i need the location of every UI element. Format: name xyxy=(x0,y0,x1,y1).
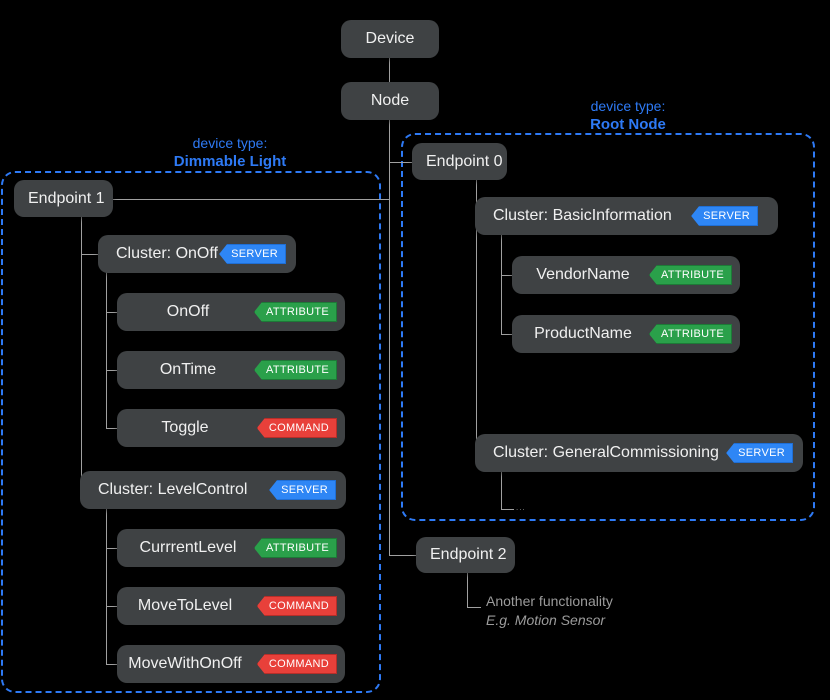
leaf-label: MoveToLevel xyxy=(137,597,233,614)
badge-server: SERVER xyxy=(269,480,336,500)
connector-trunk-endpoint2 xyxy=(389,555,417,556)
leaf-card-toggle-command[interactable]: Toggle COMMAND xyxy=(117,409,345,447)
connector-levelcontrol-child-movewithonoff xyxy=(106,664,119,665)
node-card-device[interactable]: Device xyxy=(341,20,439,58)
leaf-label: OnTime xyxy=(159,361,217,378)
connector-endpoint1-spine xyxy=(81,217,82,490)
endpoint-card-endpoint-1[interactable]: Endpoint 1 xyxy=(14,180,113,217)
connector-levelcontrol-child-movetolevel xyxy=(106,606,119,607)
leaf-card-movewithonoff-command[interactable]: MoveWithOnOff COMMAND xyxy=(117,645,345,683)
device-type-kicker: device type: xyxy=(192,135,268,151)
leaf-label: CurrrentLevel xyxy=(139,539,237,556)
connector-device-node xyxy=(389,58,390,82)
connector-generalcommissioning-more xyxy=(501,509,514,510)
connector-endpoint1-onoff xyxy=(81,254,106,255)
connector-levelcontrol-spine xyxy=(106,508,107,665)
device-type-name: Root Node xyxy=(590,116,666,134)
cluster-card-onoff[interactable]: Cluster: OnOff SERVER xyxy=(98,235,296,273)
cluster-label: Cluster: LevelControl xyxy=(98,481,248,498)
connector-endpoint2-spine xyxy=(467,573,468,607)
device-type-caption-dimmable-light: device type: Dimmable Light xyxy=(100,134,360,172)
leaf-card-onoff-attribute[interactable]: OnOff ATTRIBUTE xyxy=(117,293,345,331)
connector-generalcommissioning-spine xyxy=(501,471,502,509)
cluster-card-generalcommissioning[interactable]: Cluster: GeneralCommissioning SERVER xyxy=(475,434,803,472)
leaf-card-movetolevel-command[interactable]: MoveToLevel COMMAND xyxy=(117,587,345,625)
leaf-card-productname-attribute[interactable]: ProductName ATTRIBUTE xyxy=(512,315,740,353)
endpoint-label: Endpoint 0 xyxy=(426,152,503,170)
cluster-label: Cluster: GeneralCommissioning xyxy=(493,444,719,461)
connector-basicinformation-child-productname xyxy=(501,334,514,335)
leaf-label: MoveWithOnOff xyxy=(128,655,242,672)
badge-command: COMMAND xyxy=(256,654,337,674)
badge-attribute: ATTRIBUTE xyxy=(649,265,732,285)
node-card-node[interactable]: Node xyxy=(341,82,439,120)
badge-attribute: ATTRIBUTE xyxy=(254,360,337,380)
connector-node-trunk xyxy=(389,120,390,555)
cluster-label: Cluster: BasicInformation xyxy=(493,207,672,224)
device-type-region-root-node xyxy=(401,133,815,521)
connector-endpoint0-spine xyxy=(476,180,477,453)
device-type-region-dimmable-light xyxy=(1,171,381,693)
connector-onoff-child-onoff xyxy=(106,312,119,313)
leaf-label: Toggle xyxy=(161,419,209,436)
badge-command: COMMAND xyxy=(256,596,337,616)
connector-basicinformation-spine xyxy=(501,234,502,334)
endpoint-card-endpoint-0[interactable]: Endpoint 0 xyxy=(412,143,507,180)
connector-levelcontrol-child-currentlevel xyxy=(106,548,119,549)
node-card-label: Node xyxy=(370,92,410,109)
leaf-card-ontime-attribute[interactable]: OnTime ATTRIBUTE xyxy=(117,351,345,389)
leaf-label: OnOff xyxy=(166,303,210,320)
device-type-name: Dimmable Light xyxy=(173,153,287,171)
cluster-label: Cluster: OnOff xyxy=(116,245,218,262)
connector-basicinformation-child-vendorname xyxy=(501,275,514,276)
device-type-caption-root-node: device type: Root Node xyxy=(528,97,728,135)
node-card-label: Device xyxy=(365,30,415,47)
badge-server: SERVER xyxy=(219,244,286,264)
badge-attribute: ATTRIBUTE xyxy=(254,538,337,558)
endpoint2-note-line2: E.g. Motion Sensor xyxy=(486,611,606,628)
endpoint-card-endpoint-2[interactable]: Endpoint 2 xyxy=(416,537,515,573)
badge-command: COMMAND xyxy=(256,418,337,438)
connector-endpoint2-note xyxy=(467,607,481,608)
badge-attribute: ATTRIBUTE xyxy=(649,324,732,344)
leaf-label: ProductName xyxy=(534,325,632,342)
connector-trunk-endpoint0 xyxy=(389,162,413,163)
badge-attribute: ATTRIBUTE xyxy=(254,302,337,322)
cluster-card-levelcontrol[interactable]: Cluster: LevelControl SERVER xyxy=(80,471,346,509)
endpoint2-note: Another functionality E.g. Motion Sensor xyxy=(486,592,613,630)
leaf-card-currrentlevel-attribute[interactable]: CurrrentLevel ATTRIBUTE xyxy=(117,529,345,567)
device-type-kicker: device type: xyxy=(590,98,666,114)
badge-server: SERVER xyxy=(726,443,793,463)
connector-onoff-child-ontime xyxy=(106,370,119,371)
cluster-card-basicinformation[interactable]: Cluster: BasicInformation SERVER xyxy=(475,197,778,235)
badge-server: SERVER xyxy=(691,206,758,226)
endpoint2-note-line1: Another functionality xyxy=(486,593,613,609)
endpoint-label: Endpoint 1 xyxy=(28,189,105,207)
leaf-label: VendorName xyxy=(536,266,630,283)
leaf-card-vendorname-attribute[interactable]: VendorName ATTRIBUTE xyxy=(512,256,740,294)
connector-onoff-spine xyxy=(106,272,107,428)
connector-trunk-endpoint1 xyxy=(113,199,390,200)
connector-onoff-child-toggle xyxy=(106,428,119,429)
endpoint-label: Endpoint 2 xyxy=(430,546,507,563)
generalcommissioning-more-ellipsis: ... xyxy=(516,503,526,512)
